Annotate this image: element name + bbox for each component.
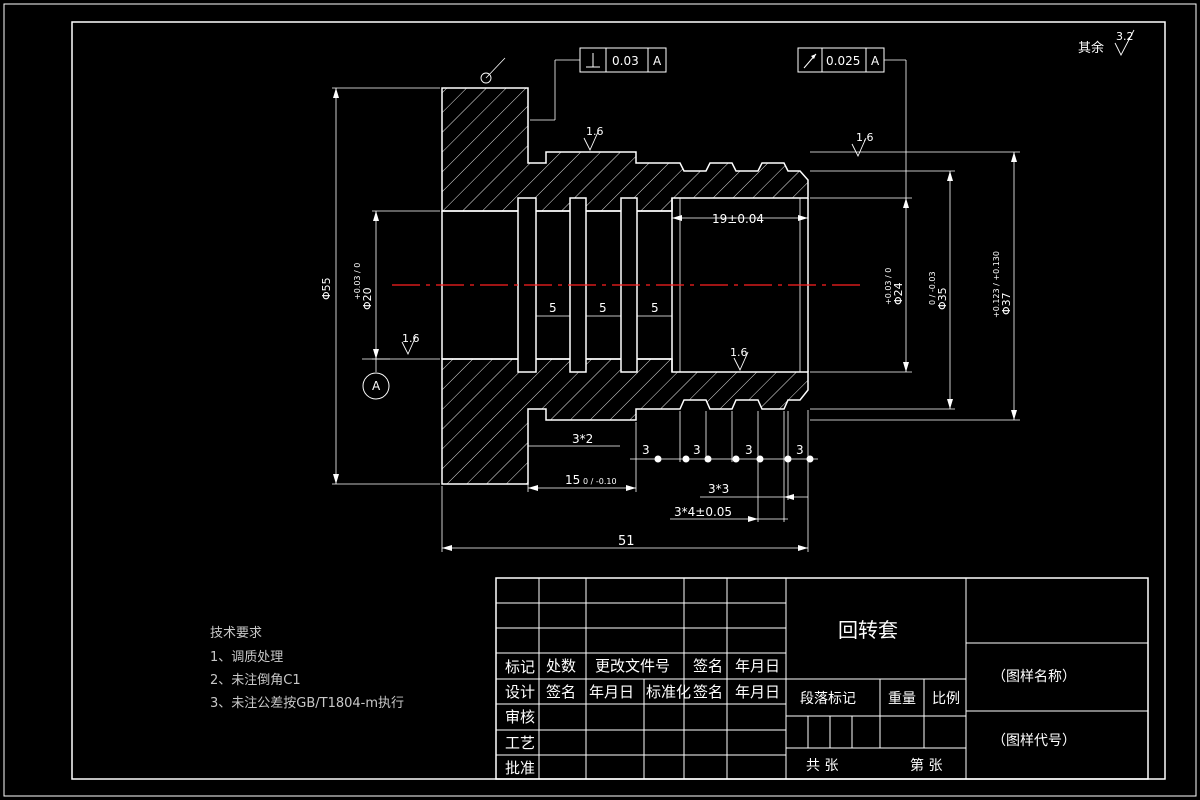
- ext-groove-dots: [654, 455, 814, 463]
- roughness-labels: 1.6 1.6 1.6 1.6 3.2 其余: [402, 30, 1134, 359]
- roughness-label: 1.6: [586, 125, 604, 138]
- tb-header: 年月日: [735, 683, 780, 701]
- tb-header: 标准化: [646, 683, 691, 701]
- tb-header: 标记: [505, 658, 535, 676]
- perpendicularity-datum: A: [653, 54, 662, 68]
- dim-bore-left: Φ20: [361, 287, 374, 310]
- roughness-label: 1.6: [730, 346, 748, 359]
- dim-ext-groove-width: 3: [745, 443, 753, 457]
- tech-req-item: 2、未注倒角C1: [210, 673, 301, 688]
- tb-header: 年月日: [589, 683, 634, 701]
- tb-drawing-name: （图样名称）: [992, 669, 1076, 685]
- title-block-grid: [495, 577, 1149, 780]
- dim-outer-flange: Φ55: [320, 277, 333, 300]
- tech-req-item: 1、调质处理: [210, 650, 283, 665]
- tb-row-approve: 批准: [505, 759, 535, 777]
- dim-ext-grooves: 3*3: [708, 482, 729, 496]
- dimension-lines: [332, 57, 1020, 552]
- tb-header: 签名: [546, 683, 576, 701]
- dim-bore-right-tol: +0.03 / 0: [884, 268, 893, 305]
- roughness-label: 1.6: [402, 332, 420, 345]
- tech-req-title: 技术要求: [210, 626, 262, 641]
- section-upper: [441, 87, 809, 212]
- dim-groove-bottom: Φ35: [936, 287, 949, 310]
- tb-stage-mark: 段落标记: [800, 691, 856, 707]
- part-section: [441, 87, 809, 485]
- dim-step-length-tol: 0 / -0.10: [583, 477, 617, 486]
- dim-groove-pitch: 5: [651, 301, 659, 315]
- roughness-note: 其余: [1078, 40, 1104, 56]
- dim-bore-right: Φ24: [892, 282, 905, 305]
- roughness-label: 1.6: [856, 131, 874, 144]
- tb-header: 处数: [546, 657, 576, 675]
- dim-ext-groove-width: 3: [796, 443, 804, 457]
- dim-undercut: 3*2: [572, 432, 593, 446]
- tb-total-sheets: 共 张: [806, 758, 838, 774]
- datum-a-marker: A: [362, 372, 390, 400]
- tb-header: 更改文件号: [595, 657, 670, 675]
- dim-bore-left-tol: +0.03 / 0: [353, 263, 362, 300]
- dim-outer-tol: +0.123 / +0.130: [992, 251, 1001, 318]
- dim-total-length: 51: [618, 534, 635, 549]
- roughness-symbols: [401, 29, 1135, 372]
- tolerance-frame-perpendicularity: 0.03 A: [579, 47, 667, 73]
- tech-requirements: 技术要求 1、调质处理 2、未注倒角C1 3、未注公差按GB/T1804-m执行: [210, 626, 404, 711]
- dim-bore-length: 19±0.04: [712, 212, 764, 226]
- dim-ext-groove-positions: 3*4±0.05: [674, 505, 732, 519]
- runout-value: 0.025: [826, 54, 860, 68]
- title-block-text: 回转套 标记 处数 更改文件号 签名 年月日 设计 签名 年月日 标准化 签名 …: [505, 618, 1076, 777]
- dim-groove-bottom-tol: 0 / -0.03: [928, 271, 937, 305]
- dim-groove-pitch: 5: [549, 301, 557, 315]
- tb-sheet-no: 第 张: [910, 757, 942, 774]
- tb-header: 年月日: [735, 657, 780, 675]
- dim-step-length: 15: [565, 473, 580, 487]
- runout-datum: A: [871, 54, 880, 68]
- dim-outer: Φ37: [1000, 292, 1013, 315]
- tb-drawing-code: （图样代号）: [992, 733, 1076, 749]
- part-title: 回转套: [838, 618, 898, 642]
- tb-row-audit: 审核: [505, 708, 535, 726]
- tb-header: 签名: [693, 683, 723, 701]
- tb-header: 签名: [693, 657, 723, 675]
- dimension-texts: Φ55 Φ20 +0.03 / 0 Φ24 +0.03 / 0 Φ35 0 / …: [320, 212, 1013, 549]
- dim-ext-groove-width: 3: [642, 443, 650, 457]
- section-lower: [441, 358, 809, 485]
- datum-letter: A: [372, 379, 381, 393]
- dim-ext-groove-width: 3: [693, 443, 701, 457]
- dim-groove-pitch: 5: [599, 301, 607, 315]
- tech-req-item: 3、未注公差按GB/T1804-m执行: [210, 696, 404, 711]
- tolerance-frame-runout: 0.025 A: [797, 47, 885, 73]
- outer-border: [3, 3, 1197, 797]
- tb-header: 设计: [505, 683, 535, 701]
- tb-row-process: 工艺: [505, 734, 535, 752]
- tb-scale: 比例: [932, 691, 960, 707]
- arrowheads: [333, 88, 1017, 551]
- tb-weight: 重量: [888, 691, 916, 707]
- roughness-default-label: 3.2: [1116, 30, 1134, 43]
- perpendicularity-value: 0.03: [612, 54, 639, 68]
